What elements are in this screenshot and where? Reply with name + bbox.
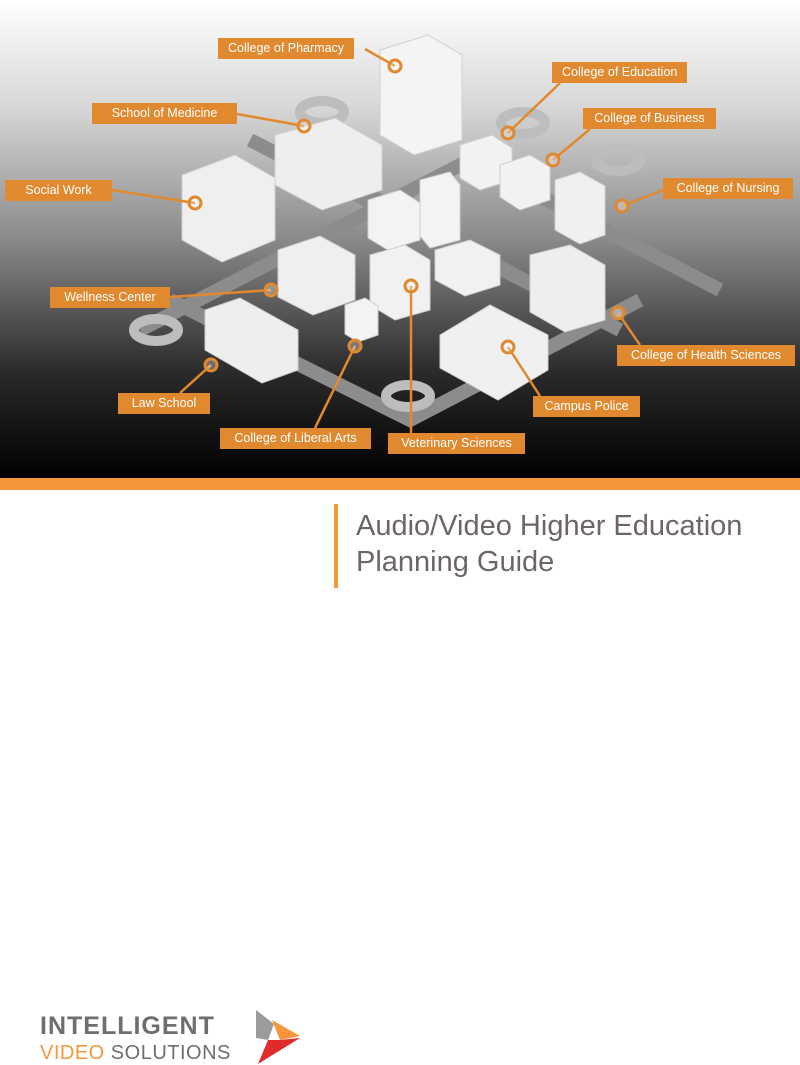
marker-icon xyxy=(403,278,419,294)
marker-icon xyxy=(296,118,312,134)
marker-icon xyxy=(347,338,363,354)
footer: INTELLIGENT VIDEO SOLUTIONS Audio/Video … xyxy=(0,490,800,1064)
label-college-of-nursing: College of Nursing xyxy=(663,178,793,199)
label-wellness-center: Wellness Center xyxy=(50,287,170,308)
marker-icon xyxy=(500,125,516,141)
label-college-of-business: College of Business xyxy=(583,108,716,129)
logo-text-solutions: SOLUTIONS xyxy=(104,1042,231,1064)
leader-line xyxy=(236,112,305,128)
marker-icon xyxy=(610,305,626,321)
guide-title: Audio/Video Higher Education Planning Gu… xyxy=(356,508,742,580)
label-college-of-pharmacy: College of Pharmacy xyxy=(218,38,355,59)
accent-bar xyxy=(0,478,800,490)
campus-map: College of Pharmacy College of Education… xyxy=(0,0,800,478)
marker-icon xyxy=(187,195,203,211)
footer-divider xyxy=(334,504,338,588)
leader-line xyxy=(169,288,272,299)
label-school-of-medicine: School of Medicine xyxy=(92,103,237,124)
marker-icon xyxy=(614,198,630,214)
leader-line xyxy=(552,128,591,161)
label-campus-police: Campus Police xyxy=(533,396,640,417)
marker-icon xyxy=(500,339,516,355)
label-college-of-liberal-arts: College of Liberal Arts xyxy=(220,428,371,449)
logo-text-intelligent: INTELLIGENT xyxy=(40,1012,215,1040)
leader-line xyxy=(507,82,561,134)
play-logo-icon xyxy=(256,1010,300,1064)
guide-title-line1: Audio/Video Higher Education xyxy=(356,510,743,542)
label-social-work: Social Work xyxy=(5,180,112,201)
label-law-school: Law School xyxy=(118,393,210,414)
marker-icon xyxy=(263,282,279,298)
guide-title-line2: Planning Guide xyxy=(356,546,555,578)
label-college-of-health-sciences: College of Health Sciences xyxy=(617,345,795,366)
leader-line xyxy=(111,188,196,205)
marker-icon xyxy=(387,58,403,74)
label-college-of-education: College of Education xyxy=(552,62,688,83)
logo-text-video: VIDEO xyxy=(40,1042,105,1064)
marker-icon xyxy=(203,357,219,373)
leader-line xyxy=(506,346,542,397)
leader-line xyxy=(313,345,357,429)
label-veterinary-sciences: Veterinary Sciences xyxy=(388,433,525,454)
logo-text-video-solutions: VIDEO SOLUTIONS xyxy=(40,1042,231,1065)
label-leader-lines xyxy=(111,47,664,433)
marker-icon xyxy=(545,152,561,168)
